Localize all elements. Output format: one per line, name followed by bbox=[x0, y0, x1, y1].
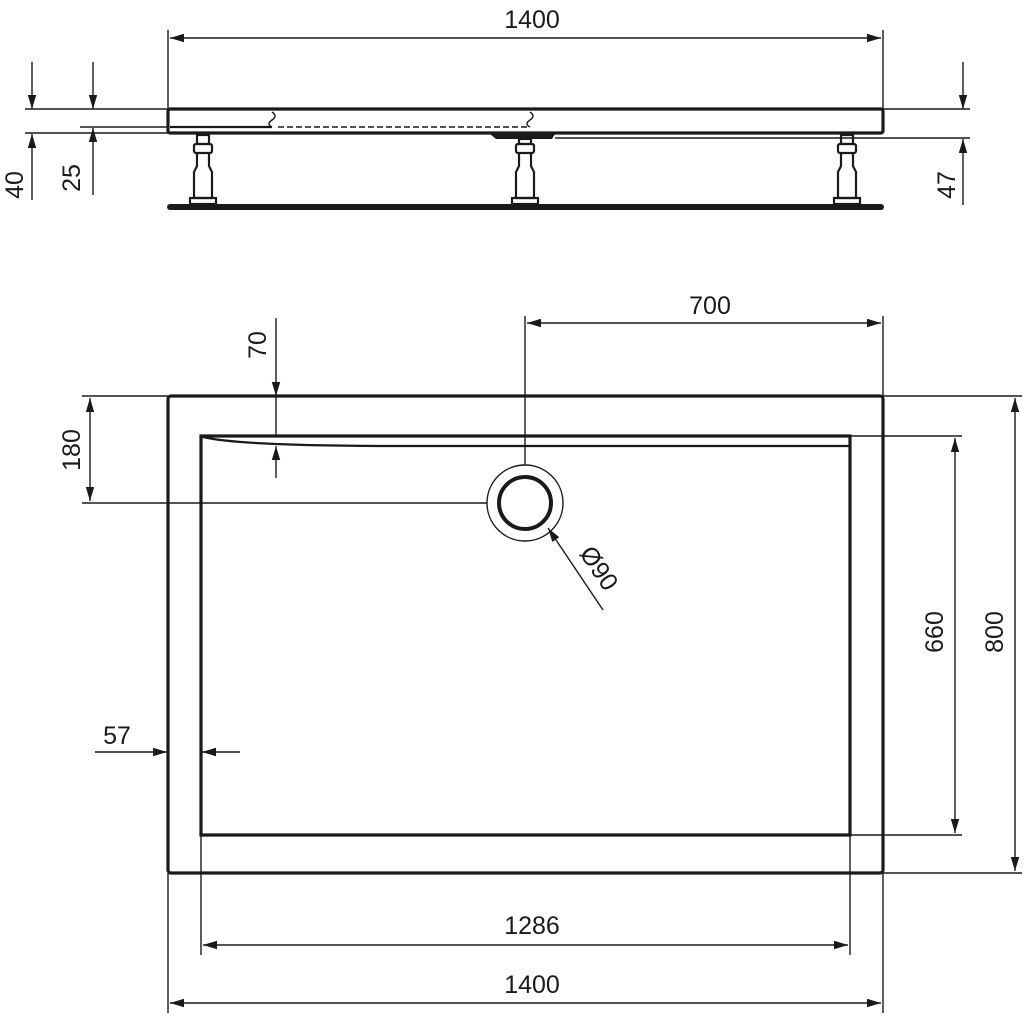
dimension-label-overall-width: 800 bbox=[981, 611, 1009, 653]
support-leg bbox=[510, 137, 540, 206]
break-mark bbox=[526, 111, 534, 128]
dimension-label-drain-diameter: Ø90 bbox=[574, 541, 624, 596]
support-legs bbox=[188, 133, 862, 206]
plan-view: 700 70 180 Ø90 660 800 57 1286 1400 bbox=[58, 292, 1022, 1013]
dimension-label-lip-depth: 70 bbox=[244, 331, 272, 359]
dimension-label-rim-width: 57 bbox=[103, 722, 131, 750]
diameter-leader bbox=[547, 527, 604, 611]
dimension-label-inner-length: 1286 bbox=[504, 912, 560, 940]
basin-lip bbox=[202, 435, 850, 448]
dimension-label-inner-height: 25 bbox=[58, 164, 86, 192]
support-leg bbox=[188, 133, 218, 206]
break-mark bbox=[268, 111, 276, 128]
dimension-label-overall-length: 1400 bbox=[504, 971, 560, 999]
basin-outline bbox=[199, 434, 852, 837]
tray-profile bbox=[166, 107, 885, 135]
side-view: 1400 40 bbox=[1, 6, 970, 210]
support-leg bbox=[832, 133, 862, 206]
dimension-label-drain-offset-y: 180 bbox=[58, 429, 86, 471]
dimension-label-drain-offset-x: 700 bbox=[689, 292, 731, 320]
dimension-label-inner-width: 660 bbox=[921, 611, 949, 653]
dimension-label-drain-depth: 47 bbox=[933, 171, 961, 199]
drain-outlet bbox=[490, 134, 555, 139]
tray-outline bbox=[166, 394, 885, 875]
dimension-label-tray-height: 40 bbox=[1, 171, 29, 199]
drain-hole bbox=[497, 475, 553, 531]
dimension-label-side-length: 1400 bbox=[504, 6, 560, 34]
